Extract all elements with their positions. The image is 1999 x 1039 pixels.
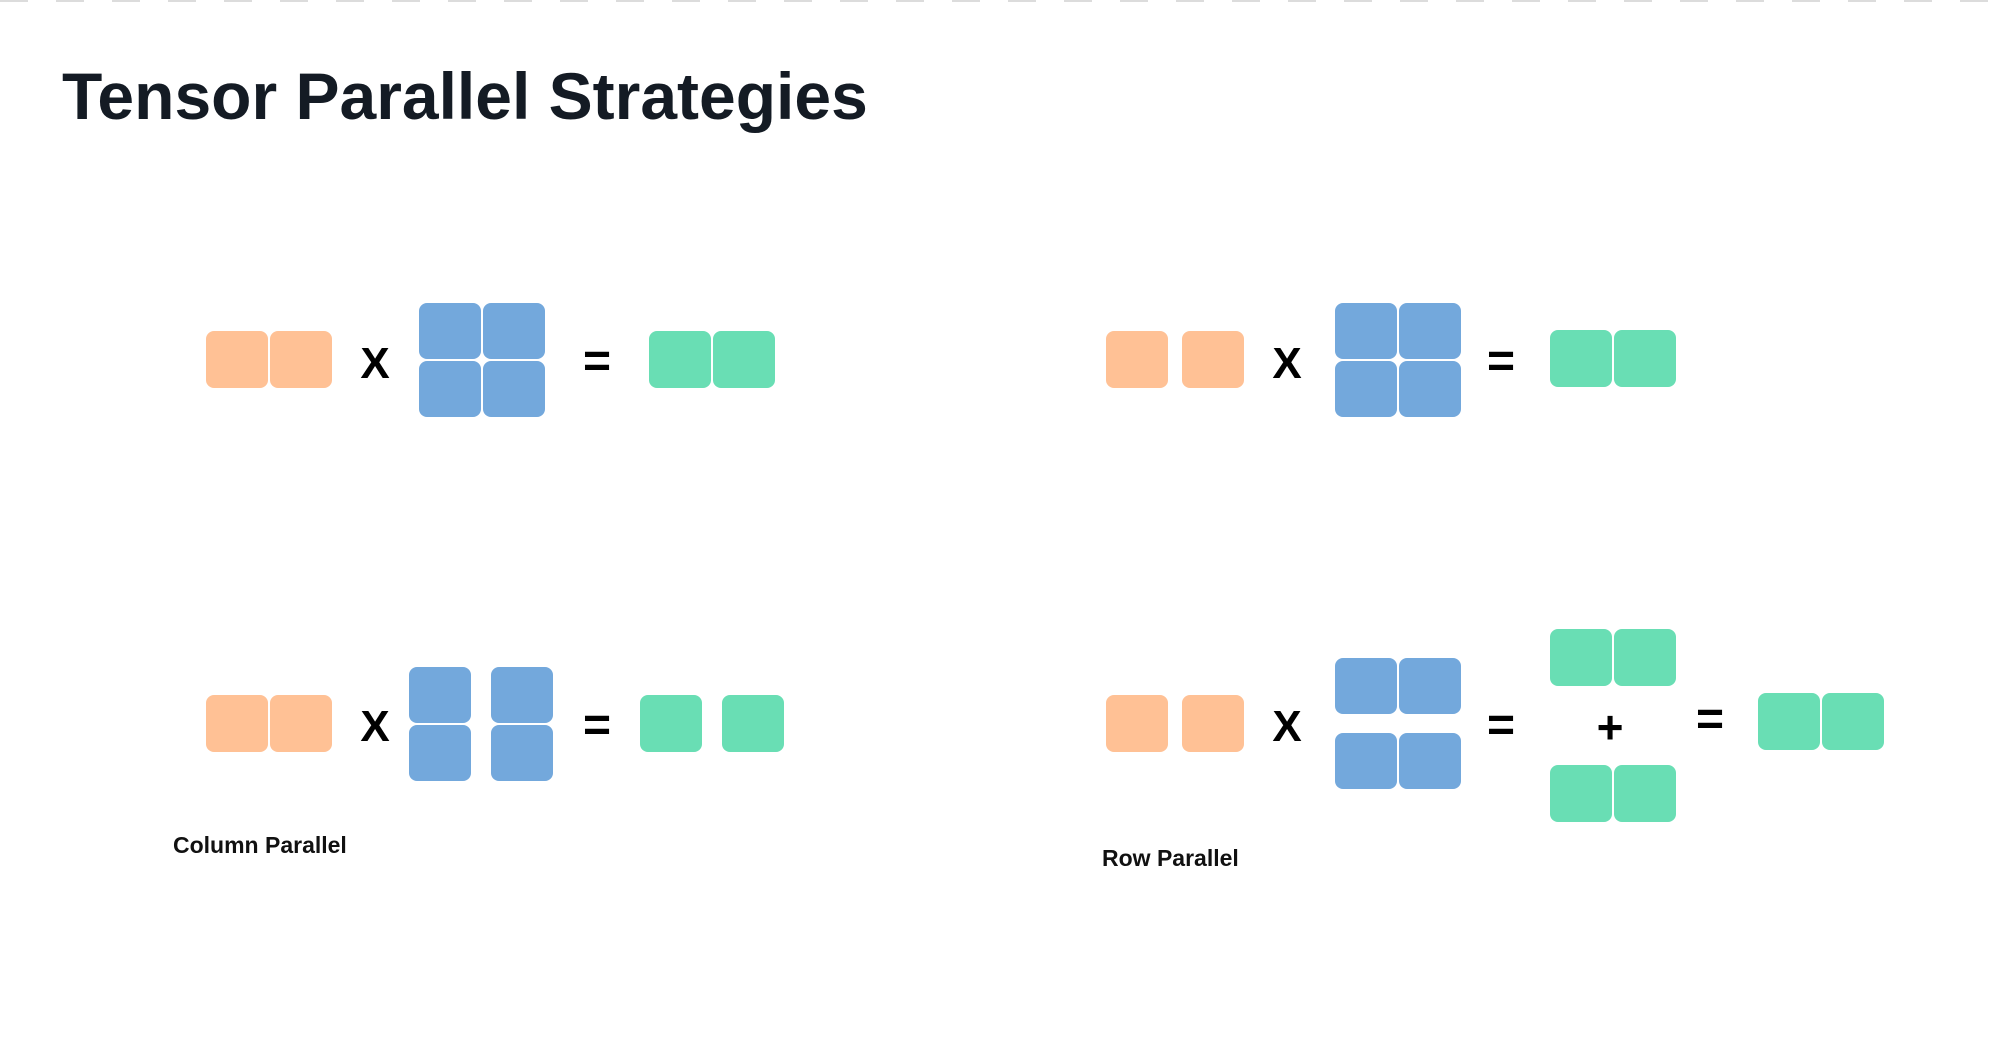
input-block <box>1182 695 1244 752</box>
equals-sign: = <box>582 699 612 752</box>
weight-block <box>419 361 481 417</box>
multiply-sign: X <box>360 702 390 751</box>
weight-block <box>1399 361 1461 417</box>
output-block <box>1550 330 1612 387</box>
plus-sign: + <box>1596 701 1624 753</box>
weight-block <box>1399 658 1461 714</box>
input-block <box>270 331 332 388</box>
input-block <box>1106 695 1168 752</box>
output-block <box>713 331 775 388</box>
weight-block <box>491 667 553 723</box>
page-title: Tensor Parallel Strategies <box>62 59 868 133</box>
input-block <box>206 331 268 388</box>
row-parallel-caption: Row Parallel <box>1102 845 1239 871</box>
equals-sign: = <box>1695 693 1725 746</box>
output-block <box>1822 693 1884 750</box>
input-block <box>270 695 332 752</box>
partial-output-block <box>1614 629 1676 686</box>
weight-block <box>409 667 471 723</box>
input-block <box>206 695 268 752</box>
partial-output-block <box>1550 765 1612 822</box>
weight-block <box>483 303 545 359</box>
column-parallel-caption: Column Parallel <box>173 832 347 858</box>
weight-block <box>1399 733 1461 789</box>
multiply-sign: X <box>1272 702 1302 751</box>
weight-block <box>491 725 553 781</box>
weight-block <box>1335 658 1397 714</box>
partial-output-block <box>1550 629 1612 686</box>
output-block <box>722 695 784 752</box>
weight-block <box>409 725 471 781</box>
top-dashed-border <box>0 0 1999 2</box>
equals-sign: = <box>582 335 612 388</box>
weight-block <box>419 303 481 359</box>
multiply-sign: X <box>1272 339 1302 388</box>
input-block <box>1106 331 1168 388</box>
weight-block <box>1335 303 1397 359</box>
weight-block <box>483 361 545 417</box>
output-block <box>1758 693 1820 750</box>
output-block <box>649 331 711 388</box>
equals-sign: = <box>1486 335 1516 388</box>
weight-block <box>1399 303 1461 359</box>
weight-block <box>1335 361 1397 417</box>
equals-sign: = <box>1486 699 1516 752</box>
weight-block <box>1335 733 1397 789</box>
partial-output-block <box>1614 765 1676 822</box>
output-block <box>1614 330 1676 387</box>
input-block <box>1182 331 1244 388</box>
output-block <box>640 695 702 752</box>
multiply-sign: X <box>360 339 390 388</box>
